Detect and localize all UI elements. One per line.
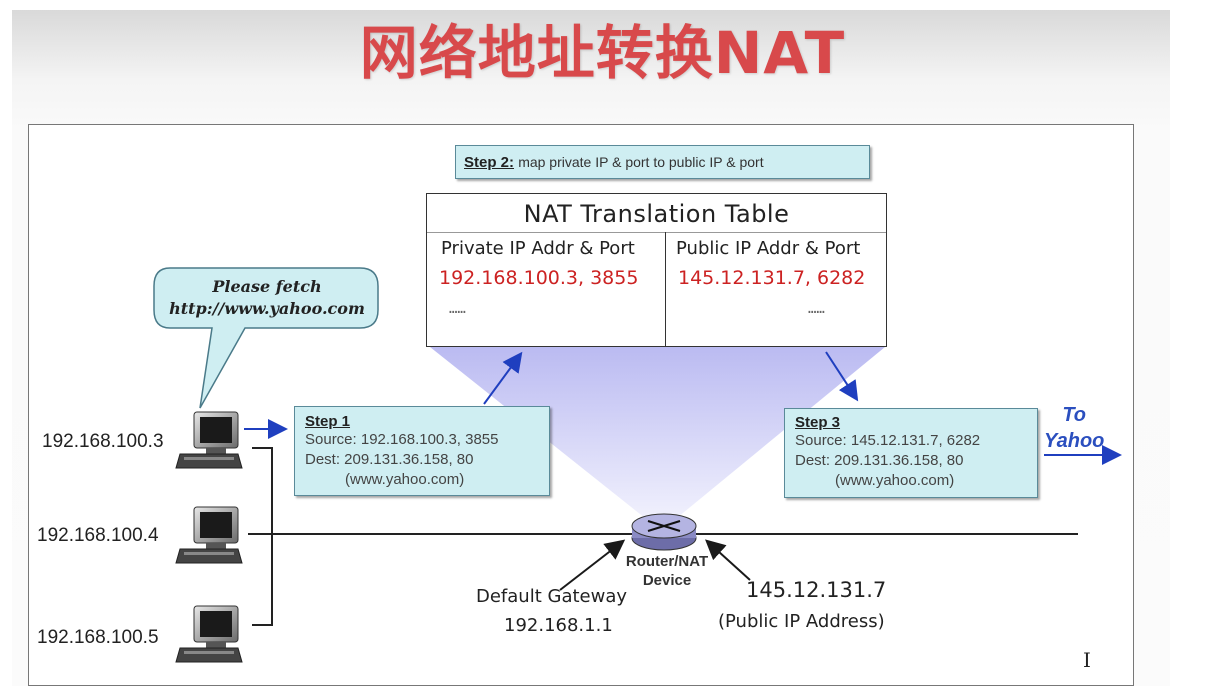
step1-dest: Dest: 209.131.36.158, 80 (305, 451, 474, 468)
host-ip-label: 192.168.100.4 (37, 525, 159, 546)
nat-cell-private: 192.168.100.3, 3855 (439, 267, 639, 289)
nat-table-title: NAT Translation Table (427, 194, 886, 233)
host-ip-label: 192.168.100.5 (37, 627, 159, 648)
step3-title: Step 3 (795, 414, 841, 431)
bubble-line1: Please fetch (212, 277, 322, 296)
router-icon (631, 513, 697, 551)
step3-source: Source: 145.12.131.7, 6282 (795, 432, 981, 449)
router-label-line2: Device (642, 572, 692, 589)
to-yahoo-line2: Yahoo (1044, 430, 1105, 452)
step3-box: Step 3 Source: 145.12.131.7, 6282 Dest: … (784, 408, 1038, 498)
nat-ellipsis: …… (808, 301, 825, 317)
router-label-line1: Router/NAT (625, 553, 709, 570)
to-yahoo-line1: To (1062, 404, 1087, 426)
nat-header-private: Private IP Addr & Port (441, 238, 635, 259)
step2-label: Step 2: (464, 154, 515, 171)
nat-translation-table: NAT Translation Table Private IP Addr & … (426, 193, 887, 347)
nat-header-public: Public IP Addr & Port (676, 238, 861, 259)
lan-bracket (252, 447, 273, 626)
arrow-icon (705, 539, 751, 581)
nat-cell-public: 145.12.131.7, 6282 (678, 267, 866, 289)
computer-icon (175, 605, 243, 663)
step2-box: Step 2: map private IP & port to public … (455, 145, 870, 179)
translation-cone (430, 347, 885, 522)
public-ip-value: 145.12.131.7 (746, 578, 887, 602)
nat-column-public: Public IP Addr & Port 145.12.131.7, 6282… (666, 232, 886, 346)
step1-title: Step 1 (305, 413, 351, 430)
step1-source: Source: 192.168.100.3, 3855 (305, 431, 499, 448)
router-label: Router/NAT Device (612, 552, 722, 590)
nat-column-private: Private IP Addr & Port 192.168.100.3, 38… (427, 232, 666, 346)
step3-host: (www.yahoo.com) (835, 472, 955, 489)
bubble-line2: http://www.yahoo.com (169, 299, 365, 318)
to-yahoo-label: To Yahoo (1044, 402, 1104, 454)
step3-dest: Dest: 209.131.36.158, 80 (795, 452, 964, 469)
bubble-text: Please fetch http://www.yahoo.com (160, 276, 374, 320)
arrow-icon (483, 351, 523, 405)
text-cursor-icon: I (1083, 648, 1091, 672)
host-ip-label: 192.168.100.3 (42, 431, 164, 452)
speech-bubble-icon (153, 267, 379, 409)
arrow-icon (825, 351, 859, 402)
computer-icon (175, 506, 243, 564)
step2-text: map private IP & port to public IP & por… (518, 154, 764, 170)
step1-host: (www.yahoo.com) (345, 471, 465, 488)
default-gateway-ip: 192.168.1.1 (504, 615, 613, 636)
page-title: 网络地址转换NAT (359, 19, 846, 87)
computer-icon (175, 411, 243, 469)
public-ip-caption: (Public IP Address) (718, 611, 885, 632)
default-gateway-label: Default Gateway (476, 586, 628, 607)
step1-box: Step 1 Source: 192.168.100.3, 3855 Dest:… (294, 406, 550, 496)
nat-ellipsis: …… (449, 301, 466, 317)
arrow-icon (559, 539, 626, 591)
